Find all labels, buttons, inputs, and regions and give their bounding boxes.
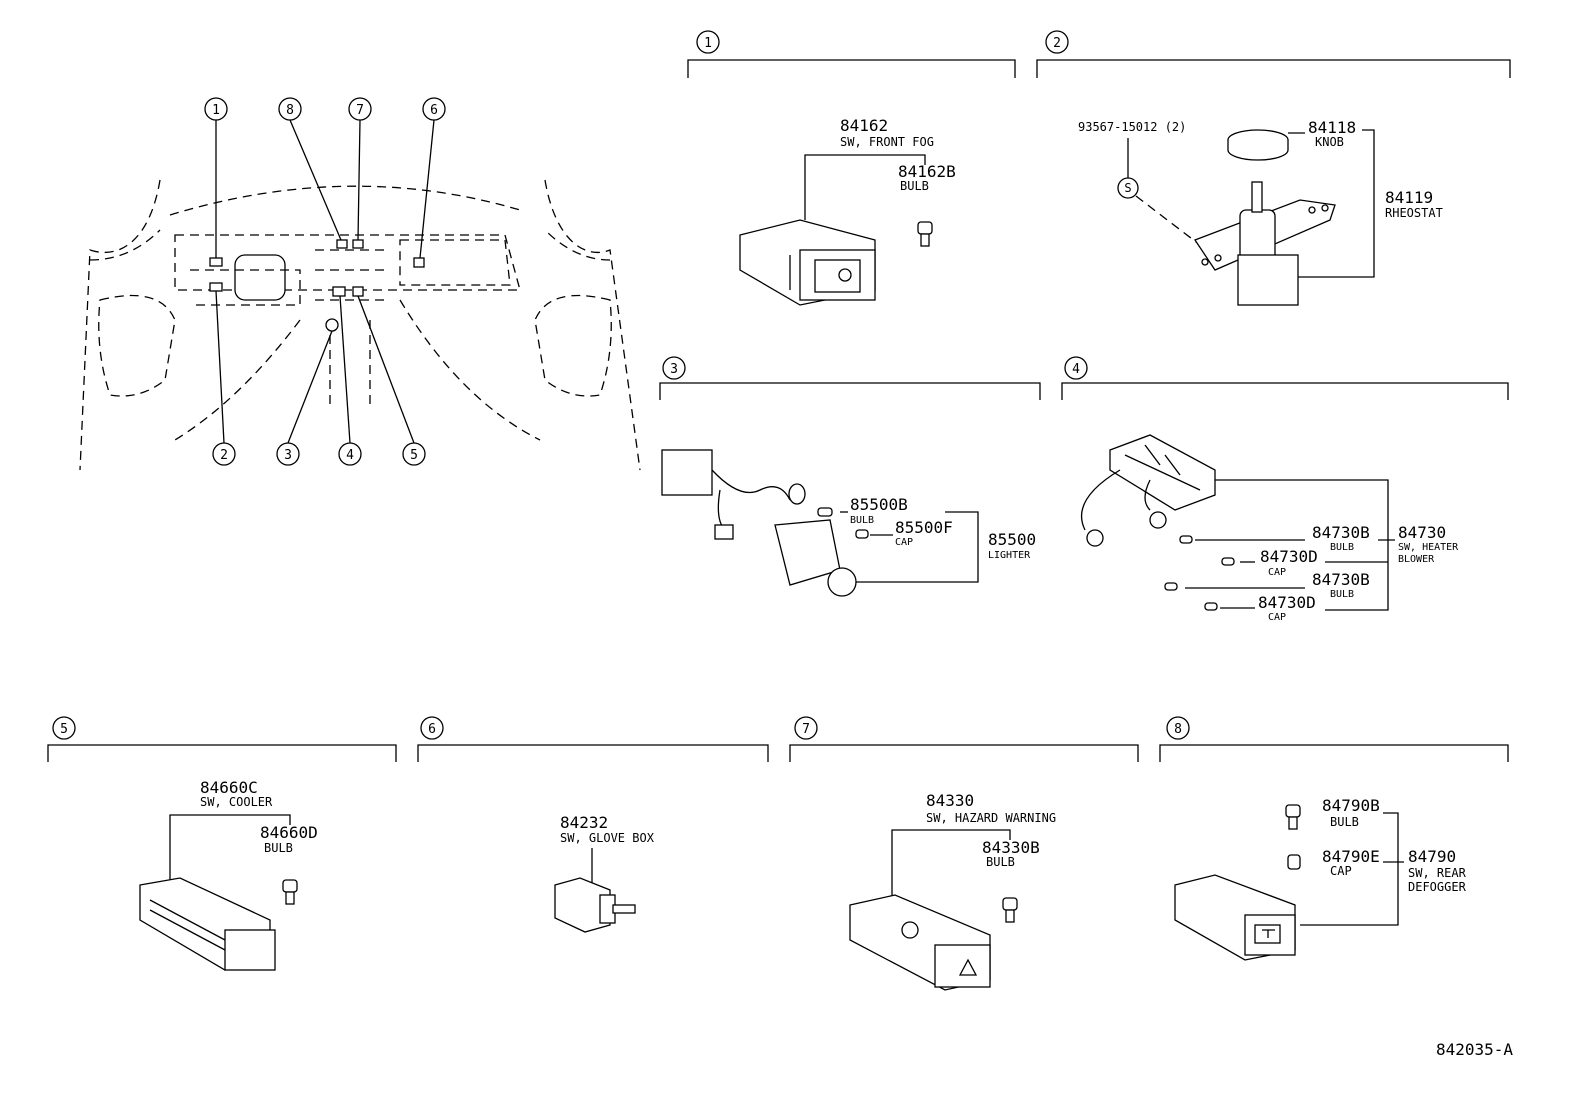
section-6-glove-box: 6 84232 SW, GLOVE BOX (417, 716, 769, 933)
bulb-icon (1285, 804, 1301, 830)
section-4-number: 4 (1072, 362, 1080, 377)
part-84162B-number: 84162B (898, 162, 956, 181)
bulb-icon (1002, 897, 1018, 923)
part-84162-name: SW, FRONT FOG (840, 135, 934, 149)
rheostat-drawing (1194, 181, 1336, 306)
svg-text:6: 6 (430, 103, 438, 118)
part-84790-number: 84790 (1408, 847, 1456, 866)
part-84330-number: 84330 (926, 791, 974, 810)
section-1-front-fog: 1 84162 SW, FRONT FOG 84162B BULB (687, 30, 1016, 306)
part-84660D-number: 84660D (260, 823, 318, 842)
cap-icon (1287, 854, 1301, 870)
part-84162B-name: BULB (900, 179, 929, 193)
part-84730-number: 84730 (1398, 523, 1446, 542)
part-85500F-number: 85500F (895, 518, 953, 537)
part-84790B-number: 84790B (1322, 796, 1380, 815)
section-2-number: 2 (1053, 36, 1061, 51)
part-84162-number: 84162 (840, 116, 888, 135)
heater-blower-switch-drawing (1080, 434, 1235, 611)
section-4-heater-blower: 4 84730B BULB 84730D CAP 84730B BULB 847… (1061, 356, 1509, 623)
svg-text:7: 7 (356, 103, 364, 118)
section-3-lighter: 3 85500B BULB 85500F CAP 85500 LIGHTER (659, 356, 1041, 597)
part-84730B-number-1: 84730B (1312, 523, 1370, 542)
callout-4: 4 (338, 442, 362, 466)
part-84790-name-2: DEFOGGER (1408, 880, 1467, 894)
part-85500-name: LIGHTER (988, 550, 1031, 561)
section-2-rheostat: 2 93567-15012 (2) S 84118 KNOB 84119 RHE… (1036, 30, 1511, 306)
section-1-number: 1 (704, 36, 712, 51)
part-84119-name: RHEOSTAT (1385, 206, 1443, 220)
part-84118-name: KNOB (1315, 135, 1344, 149)
drawing-reference: 842035-A (1436, 1040, 1513, 1059)
section-1-circle (696, 30, 720, 54)
part-84730D-number-1: 84730D (1260, 547, 1318, 566)
part-84232-number: 84232 (560, 813, 608, 832)
part-84730-name-2: BLOWER (1398, 554, 1435, 565)
part-84330B-name: BULB (986, 855, 1015, 869)
callout-3: 3 (276, 442, 300, 466)
part-84119-number: 84119 (1385, 188, 1433, 207)
hazard-switch-drawing (849, 894, 991, 991)
part-84790-name: SW, REAR (1408, 866, 1467, 880)
part-84730D-number-2: 84730D (1258, 593, 1316, 612)
callout-8: 8 (278, 97, 302, 121)
callout-6: 6 (422, 97, 446, 121)
part-85500-number: 85500 (988, 530, 1036, 549)
bulb-icon (917, 221, 933, 247)
part-85500B-number: 85500B (850, 495, 908, 514)
section-5-number: 5 (60, 722, 68, 737)
svg-text:5: 5 (410, 448, 418, 463)
part-85500B-name: BULB (850, 515, 874, 526)
part-84660D-name: BULB (264, 841, 293, 855)
lighter-drawing (661, 449, 869, 597)
callout-2: 2 (212, 442, 236, 466)
part-84730B-name-1: BULB (1330, 542, 1354, 553)
part-84118-number: 84118 (1308, 118, 1356, 137)
part-84232-name: SW, GLOVE BOX (560, 831, 655, 845)
part-84330-name: SW, HAZARD WARNING (926, 811, 1056, 825)
front-fog-switch-drawing (739, 219, 876, 306)
part-85500F-name: CAP (895, 537, 913, 548)
part-84330B-number: 84330B (982, 838, 1040, 857)
part-84730D-name-1: CAP (1268, 567, 1286, 578)
part-84790E-name: CAP (1330, 864, 1352, 878)
svg-text:2: 2 (220, 448, 228, 463)
part-84730B-name-2: BULB (1330, 589, 1354, 600)
part-84660C-name: SW, COOLER (200, 795, 273, 809)
part-84790B-name: BULB (1330, 815, 1359, 829)
callout-7: 7 (348, 97, 372, 121)
section-3-number: 3 (670, 362, 678, 377)
part-84730-name: SW, HEATER (1398, 542, 1459, 553)
svg-text:8: 8 (286, 103, 294, 118)
part-84660C-number: 84660C (200, 778, 258, 797)
dashboard-overview: 1 8 7 6 2 3 4 5 (79, 97, 641, 471)
callout-5: 5 (402, 442, 426, 466)
glove-box-switch-drawing (554, 877, 636, 933)
part-93567-number: 93567-15012 (2) (1078, 120, 1186, 134)
section-7-hazard: 7 84330 SW, HAZARD WARNING 84330B BULB (789, 716, 1139, 991)
callout-1: 1 (204, 97, 228, 121)
section-5-cooler: 5 84660C SW, COOLER 84660D BULB (47, 716, 397, 971)
section-8-number: 8 (1174, 722, 1182, 737)
part-84730D-name-2: CAP (1268, 612, 1286, 623)
section-6-number: 6 (428, 722, 436, 737)
part-84790E-number: 84790E (1322, 847, 1380, 866)
svg-text:1: 1 (212, 103, 220, 118)
part-84730B-number-2: 84730B (1312, 570, 1370, 589)
screw-icon (1117, 177, 1139, 199)
knob-drawing (1227, 129, 1289, 161)
bulb-icon (282, 879, 298, 905)
cooler-switch-drawing (139, 877, 276, 971)
section-7-number: 7 (802, 722, 810, 737)
svg-text:4: 4 (346, 448, 354, 463)
section-8-rear-defogger: 8 84790B BULB 84790E CAP 84790 SW, REAR … (1159, 716, 1509, 961)
screw-mark: S (1124, 181, 1131, 195)
rear-defogger-switch-drawing (1174, 874, 1296, 961)
svg-text:3: 3 (284, 448, 292, 463)
